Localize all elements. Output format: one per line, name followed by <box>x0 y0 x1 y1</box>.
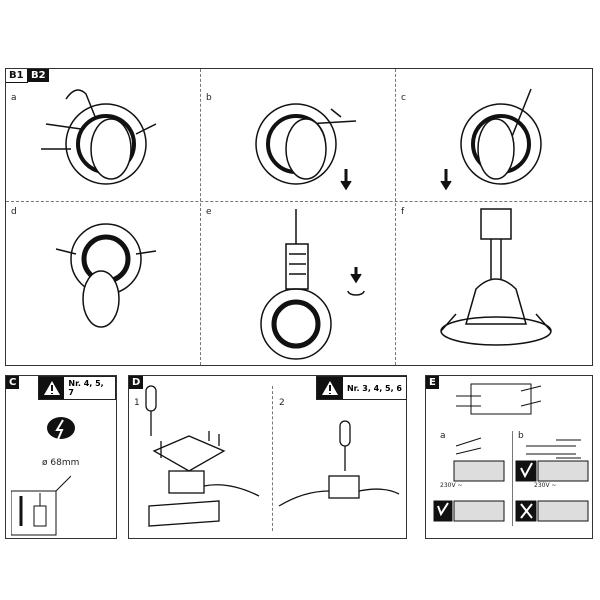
tag-b1-b2: B1 <box>6 69 28 83</box>
tag-b2: B2 <box>28 69 49 82</box>
voltage-label-b: 230V ~ <box>534 482 557 489</box>
warning-reference: Nr. 3, 4, 5, 6 <box>346 383 402 393</box>
cutout-diameter: ø 68mm <box>42 458 80 468</box>
divider <box>200 69 201 365</box>
warning-badge: Nr. 4, 5, 7 <box>38 376 116 400</box>
divider <box>395 69 396 365</box>
section-d-label: D <box>129 376 144 389</box>
warning-icon <box>39 377 65 399</box>
ring-removal-a-illustration <box>41 89 157 185</box>
warning-badge: Nr. 3, 4, 5, 6 <box>315 376 407 400</box>
section-c-label: C <box>6 376 20 389</box>
section-d: D Nr. 3, 4, 5, 6 1 2 <box>128 375 407 539</box>
ring-removal-c-illustration <box>440 88 542 191</box>
ring-inserted-illustration <box>55 223 157 328</box>
step-1-label: 1 <box>134 398 140 408</box>
warning-icon <box>316 377 343 399</box>
section-e-label: E <box>426 376 439 389</box>
warning-reference: Nr. 4, 5, 7 <box>68 379 104 397</box>
sub-label-a: a <box>440 431 446 441</box>
divider <box>272 386 273 531</box>
drill-illustration <box>11 475 71 536</box>
mounted-fixture-illustration <box>440 208 552 346</box>
panel-label-b: b <box>206 93 212 103</box>
installation-illustrations <box>41 88 552 360</box>
panel-label-a: a <box>11 93 17 103</box>
installation-steps-panel: B1 B2 a b c d e f <box>5 68 593 366</box>
panel-label-e: e <box>206 207 212 217</box>
divider <box>512 431 513 526</box>
wiring-illustrations <box>433 383 589 522</box>
panel-label-c: c <box>401 93 406 103</box>
section-e: E a b 230V ~ 230V ~ <box>425 375 593 539</box>
panel-label-f: f <box>401 207 405 217</box>
sub-label-b: b <box>518 431 524 441</box>
voltage-label-a: 230V ~ <box>440 482 463 489</box>
lamp-socket-illustration <box>260 209 365 360</box>
ring-removal-b-illustration <box>255 103 357 191</box>
panel-label-d: d <box>11 207 17 217</box>
section-c: C Nr. 4, 5, 7 ø 68mm <box>5 375 117 539</box>
ceiling-cutout-icon <box>47 417 75 445</box>
step-2-label: 2 <box>279 398 285 408</box>
terminal-box-illustrations <box>145 385 400 527</box>
divider <box>6 201 592 202</box>
